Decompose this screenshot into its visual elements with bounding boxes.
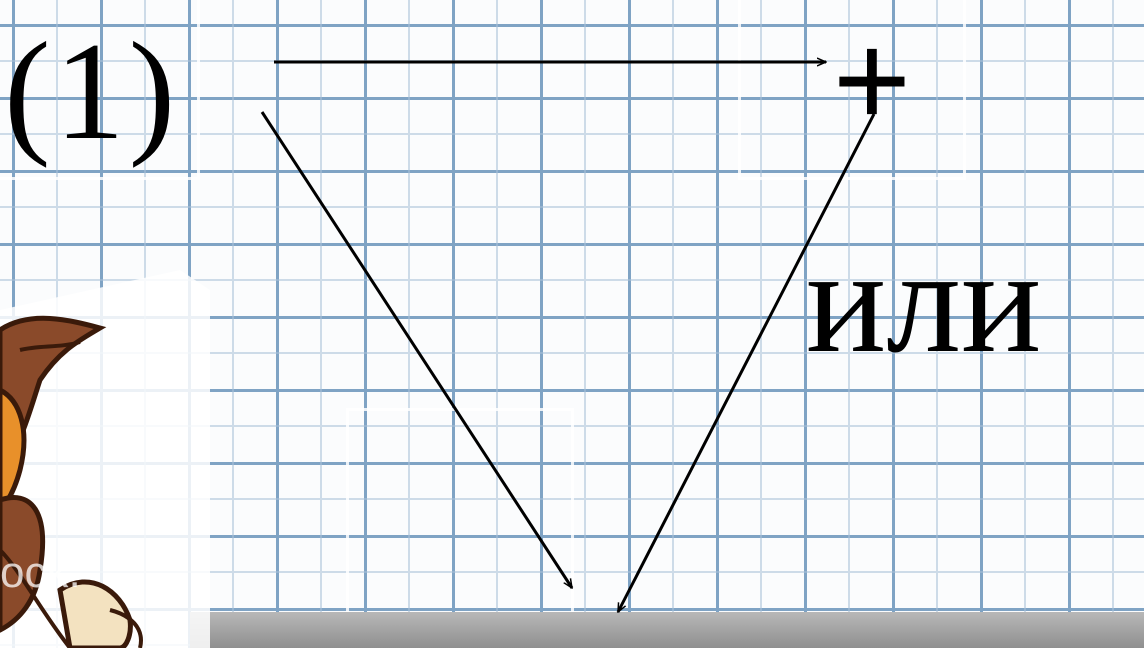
stock-watermark: ock. <box>0 548 81 597</box>
highlight-box-top-left <box>0 0 200 180</box>
term-label: (1) <box>4 14 180 169</box>
arrow-plus-to-minus <box>616 113 876 612</box>
owl-mascot-icon <box>0 270 210 648</box>
slide-bottom-band <box>190 612 1144 648</box>
plus-sign: + <box>832 4 912 159</box>
or-word: или <box>806 218 1042 384</box>
highlight-box-top-right <box>738 0 966 180</box>
arrow-term-to-minus <box>260 111 574 588</box>
